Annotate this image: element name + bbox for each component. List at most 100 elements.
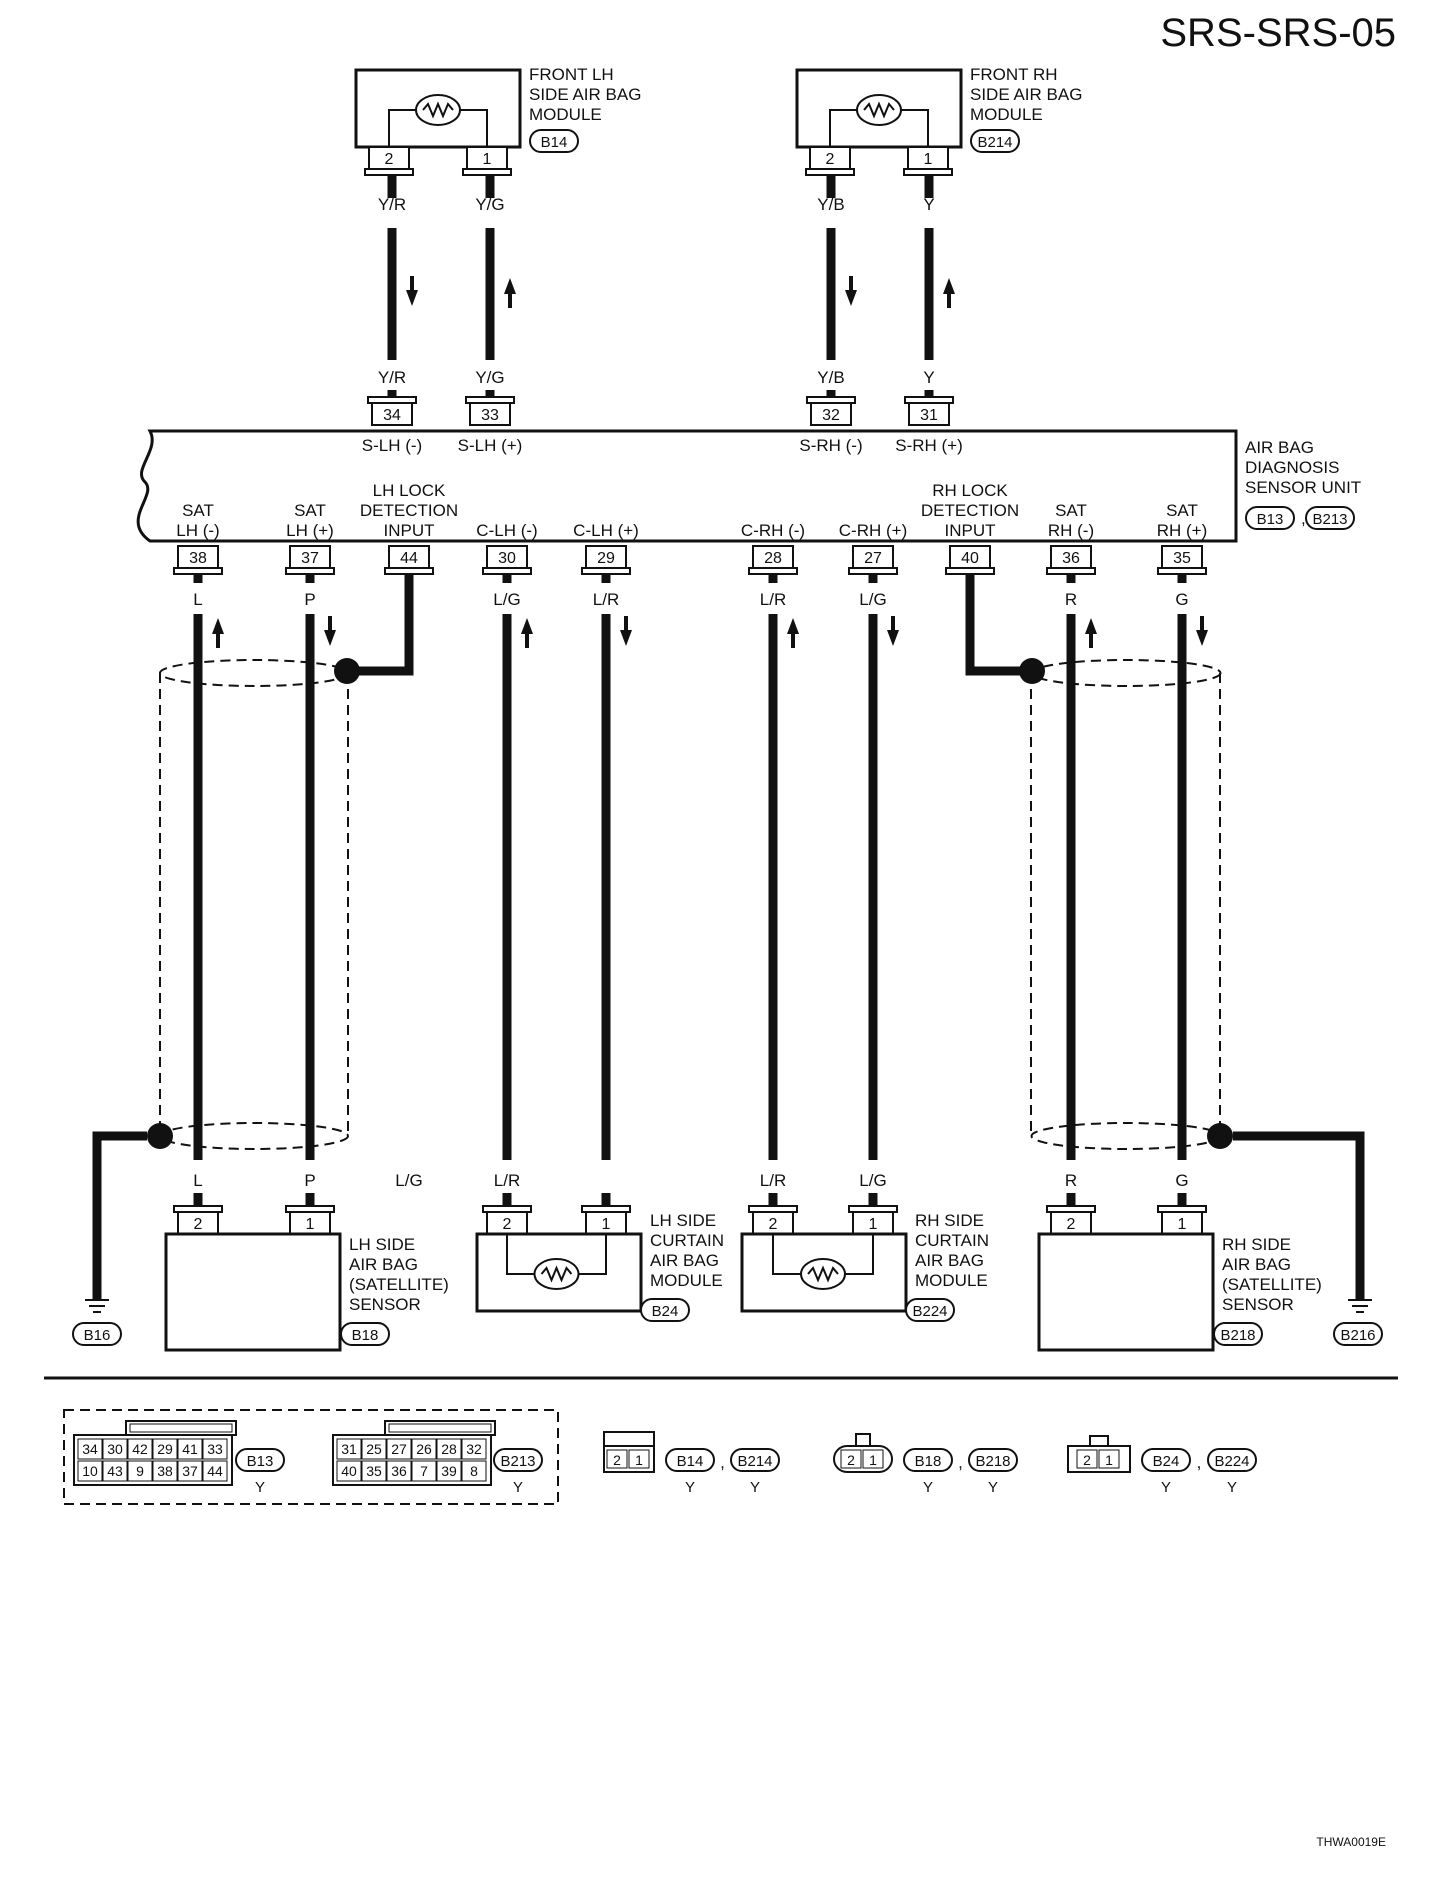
connector-color: Y: [923, 1479, 933, 1496]
cavity: [127, 1460, 153, 1482]
current-arrow-down: [324, 616, 336, 646]
pin-number: 33: [481, 407, 499, 424]
cavity: [411, 1438, 437, 1460]
cavity-number: 40: [341, 1463, 357, 1479]
connector-id: B224: [912, 1303, 947, 1320]
connector-id: B18: [352, 1327, 379, 1344]
terminal-tab: [805, 168, 855, 176]
connector-color: Y: [1161, 1479, 1171, 1496]
connector-color: Y: [685, 1479, 695, 1496]
separator-comma: ,: [720, 1453, 725, 1472]
cavity-number: 1: [1105, 1452, 1113, 1468]
pin-label: SAT: [294, 501, 326, 520]
connector-id: B213: [1312, 511, 1347, 528]
module-label: FRONT LH: [529, 65, 614, 84]
connector-id-badge: [340, 1322, 390, 1346]
terminal-box: [908, 402, 950, 426]
wire-color-label: R: [1065, 590, 1077, 609]
pin-label: INPUT: [945, 521, 996, 540]
current-arrow-down: [1196, 616, 1208, 646]
pin-number: 38: [189, 550, 207, 567]
zigzag-icon: [807, 1265, 839, 1283]
connector-id-badge: [1333, 1322, 1383, 1346]
cavity: [436, 1460, 462, 1482]
pin-number: 34: [383, 407, 401, 424]
sensor-box: [1037, 1232, 1215, 1352]
cavity: [102, 1460, 128, 1482]
cavity: [461, 1438, 487, 1460]
cavity-number: 43: [107, 1463, 123, 1479]
component-label: AIR BAG: [915, 1251, 984, 1270]
pin-number: 37: [301, 550, 319, 567]
wire-color-label: Y/B: [817, 195, 844, 214]
connector-id: B14: [541, 134, 568, 151]
current-arrow-up: [787, 618, 799, 648]
cavity: [862, 1449, 884, 1469]
connector-id-badge: [493, 1448, 543, 1472]
cavity: [177, 1438, 203, 1460]
connector-id-badge: [1213, 1322, 1263, 1346]
connector-id: B18: [915, 1453, 942, 1470]
cavity-number: 31: [341, 1441, 357, 1457]
connector-latch: [388, 1423, 492, 1433]
wire-color-label: L/R: [760, 590, 786, 609]
terminal-tab: [285, 567, 335, 575]
pin-label: S-LH (+): [458, 436, 523, 455]
wire-color-label: L/R: [760, 1171, 786, 1190]
connector-latch: [384, 1420, 496, 1436]
cavity-number: 30: [107, 1441, 123, 1457]
connector-id: B214: [977, 134, 1012, 151]
connector-id-badge: [1141, 1448, 1191, 1472]
sensor-unit-label: AIR BAG: [1245, 438, 1314, 457]
squib-resistor-icon: [856, 94, 902, 126]
connector-id-badge: [968, 1448, 1018, 1472]
connector-id: B13: [1257, 511, 1284, 528]
cavity-number: 29: [157, 1441, 173, 1457]
pin-number: 29: [597, 550, 615, 567]
pin-number: 2: [194, 1216, 203, 1233]
pin-number: 2: [826, 151, 835, 168]
connector-id-badge: [1245, 506, 1295, 530]
wire-color-label: L/G: [493, 590, 520, 609]
cavity-number: 28: [441, 1441, 457, 1457]
shield-outline: [159, 659, 349, 687]
cavity-number: 7: [420, 1463, 428, 1479]
current-arrow-up: [212, 618, 224, 648]
terminal-box: [810, 402, 852, 426]
component-label: AIR BAG: [1222, 1255, 1291, 1274]
component-label: RH SIDE: [1222, 1235, 1291, 1254]
connector-color: Y: [988, 1479, 998, 1496]
rh-lock-detection-wire: [965, 574, 1029, 676]
squib-resistor-icon: [800, 1258, 846, 1290]
pin-label: C-RH (+): [839, 521, 907, 540]
module-label: MODULE: [529, 105, 602, 124]
cavity-number: 26: [416, 1441, 432, 1457]
pin-number: 35: [1173, 550, 1191, 567]
terminal-box: [371, 402, 413, 426]
cavity-number: 37: [182, 1463, 198, 1479]
cavity: [436, 1438, 462, 1460]
pin-number: 2: [1067, 1216, 1076, 1233]
cavity: [77, 1460, 103, 1482]
cavity-number: 2: [613, 1452, 621, 1468]
connector-id-badge: [235, 1448, 285, 1472]
cavity: [1076, 1449, 1098, 1469]
terminal-tab: [462, 168, 512, 176]
pin-label: RH (+): [1157, 521, 1208, 540]
terminal-tab: [1046, 567, 1096, 575]
connector-latch: [855, 1433, 871, 1447]
current-arrow-up: [1085, 618, 1097, 648]
cavity-number: 41: [182, 1441, 198, 1457]
terminal-tab: [848, 567, 898, 575]
connector-id-badge: [529, 129, 579, 153]
pin-label: S-RH (-): [799, 436, 862, 455]
squib-resistor-icon: [533, 1258, 580, 1290]
connector-id-badge: [903, 1448, 953, 1472]
